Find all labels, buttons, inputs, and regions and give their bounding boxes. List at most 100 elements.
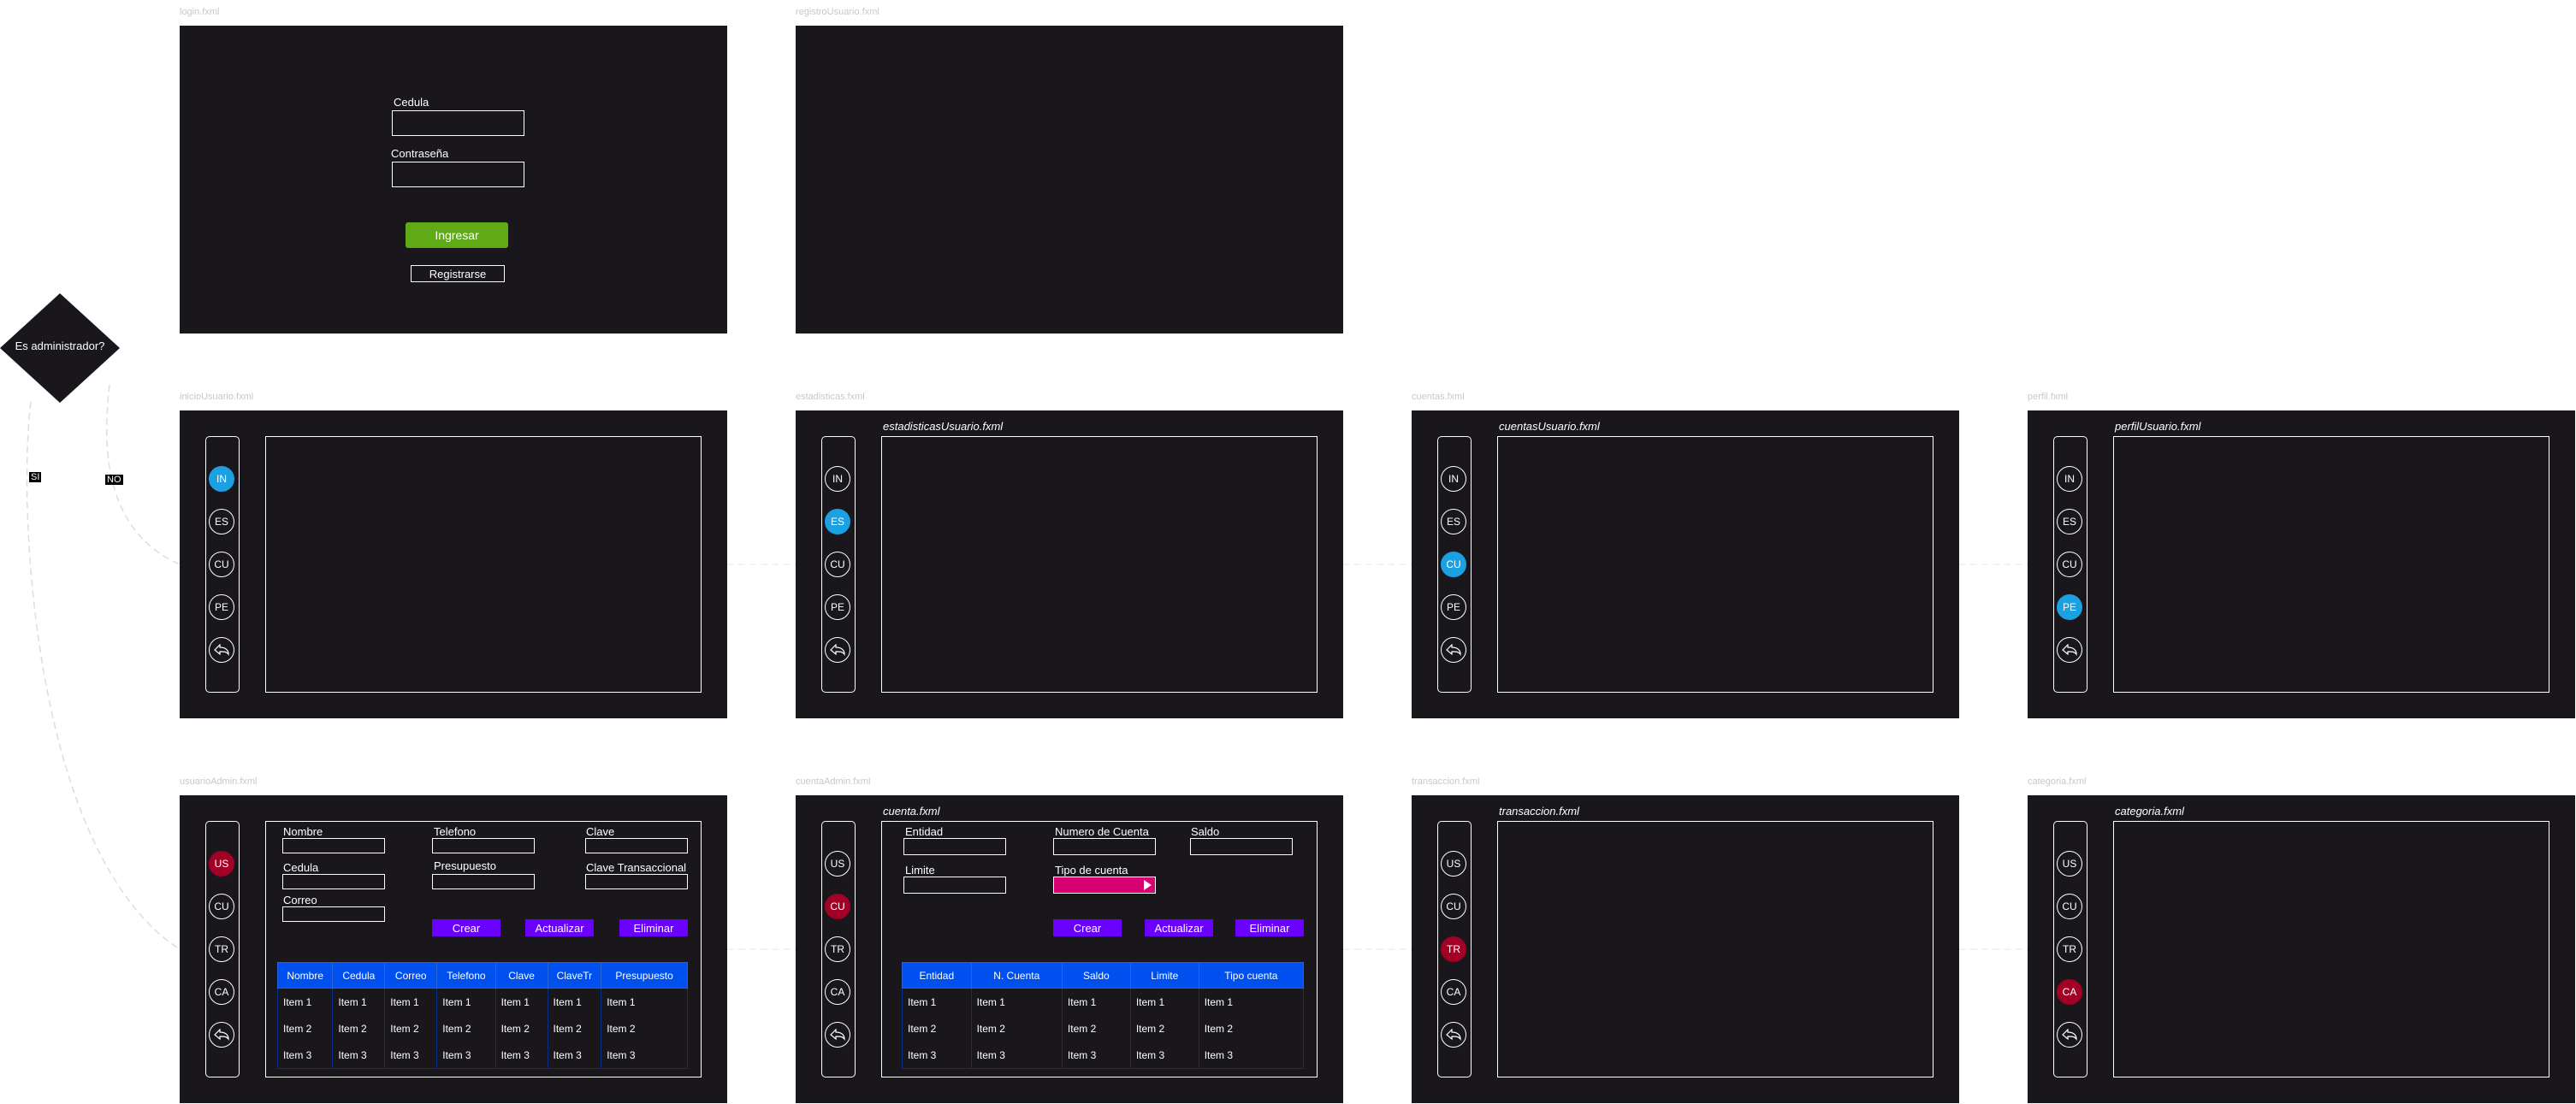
table-cell: Item 1 — [547, 988, 601, 1015]
nav-us-button[interactable]: US — [2057, 851, 2082, 877]
nav-ca-button[interactable]: CA — [825, 979, 850, 1005]
logout-button[interactable] — [825, 637, 850, 663]
nav-es-button[interactable]: ES — [1441, 509, 1466, 534]
logout-icon — [214, 1029, 229, 1041]
nav-pe-button[interactable]: PE — [2057, 594, 2082, 620]
nav-pe-button[interactable]: PE — [209, 594, 234, 620]
panel-title-estadisticas: estadisticas.fxml — [796, 392, 865, 402]
crear-button[interactable]: Crear — [1053, 919, 1122, 936]
logout-button[interactable] — [209, 1022, 234, 1048]
estadisticas-panel: estadisticasUsuario.fxml IN ES CU PE — [796, 410, 1343, 718]
nav-cu-button[interactable]: CU — [1441, 552, 1466, 577]
nav-in-button[interactable]: IN — [2057, 466, 2082, 492]
correo-field[interactable] — [282, 906, 385, 922]
table-cell: Item 3 — [276, 1042, 333, 1069]
logout-button[interactable] — [825, 1022, 850, 1048]
eliminar-button[interactable]: Eliminar — [619, 919, 688, 936]
nav-us-button[interactable]: US — [825, 851, 850, 877]
table-cell: Item 1 — [494, 988, 548, 1015]
nav-ca-button[interactable]: CA — [2057, 979, 2082, 1005]
crear-button[interactable]: Crear — [432, 919, 500, 936]
actualizar-button[interactable]: Actualizar — [525, 919, 594, 936]
table-cell: Item 3 — [1129, 1042, 1199, 1069]
saldo-field[interactable] — [1190, 838, 1293, 855]
tipo-cuenta-select[interactable] — [1053, 877, 1156, 894]
nav-cu-button[interactable]: CU — [2057, 894, 2082, 919]
nav-us-button[interactable]: US — [1441, 851, 1466, 877]
clave-label: Clave — [586, 825, 615, 838]
table-cell: Item 2 — [1061, 1015, 1131, 1042]
nav-in-button[interactable]: IN — [825, 466, 850, 492]
register-button[interactable]: Registrarse — [411, 265, 505, 282]
logout-button[interactable] — [209, 637, 234, 663]
column-header[interactable]: Clave — [494, 962, 548, 989]
telefono-field[interactable] — [432, 838, 535, 853]
nav-tr-button[interactable]: TR — [209, 936, 234, 962]
clave-transaccional-label: Clave Transaccional — [586, 861, 687, 874]
column-header[interactable]: N. Cuenta — [970, 962, 1063, 989]
clave-transaccional-field[interactable] — [585, 874, 688, 889]
password-field[interactable] — [392, 162, 524, 187]
nav-ca-button[interactable]: CA — [1441, 979, 1466, 1005]
logout-button[interactable] — [2057, 1022, 2082, 1048]
column-header[interactable]: Telefono — [436, 962, 496, 989]
nav-cu-button[interactable]: CU — [825, 894, 850, 919]
nav-es-button[interactable]: ES — [2057, 509, 2082, 534]
column-header[interactable]: Saldo — [1061, 962, 1131, 989]
clave-field[interactable] — [585, 838, 688, 853]
nav-tr-button[interactable]: TR — [1441, 936, 1466, 962]
inicio-panel: IN ES CU PE — [180, 410, 727, 718]
login-button[interactable]: Ingresar — [406, 222, 508, 248]
cedula-field[interactable] — [392, 110, 524, 136]
limite-field[interactable] — [903, 877, 1006, 894]
cuentas-panel: cuentasUsuario.fxml IN ES CU PE — [1412, 410, 1959, 718]
column-header[interactable]: Limite — [1129, 962, 1199, 989]
nav-cu-button[interactable]: CU — [825, 552, 850, 577]
entidad-field[interactable] — [903, 838, 1006, 855]
column-header[interactable]: Correo — [384, 962, 438, 989]
user-sidebar: IN ES CU PE — [2053, 436, 2087, 693]
nav-tr-button[interactable]: TR — [825, 936, 850, 962]
nav-ca-button[interactable]: CA — [209, 979, 234, 1005]
logout-icon — [2062, 644, 2077, 656]
nav-us-button[interactable]: US — [209, 851, 234, 877]
nav-es-button[interactable]: ES — [825, 509, 850, 534]
numero-cuenta-field[interactable] — [1053, 838, 1156, 855]
nav-pe-button[interactable]: PE — [825, 594, 850, 620]
column-header[interactable]: Cedula — [332, 962, 386, 989]
nav-tr-button[interactable]: TR — [2057, 936, 2082, 962]
table-cell: Item 3 — [1198, 1042, 1304, 1069]
nav-in-button[interactable]: IN — [1441, 466, 1466, 492]
nav-cu-button[interactable]: CU — [209, 552, 234, 577]
nombre-field[interactable] — [282, 838, 385, 853]
actualizar-button[interactable]: Actualizar — [1145, 919, 1213, 936]
table-cell: Item 2 — [902, 1015, 972, 1042]
content-area — [881, 821, 1318, 1077]
logout-button[interactable] — [1441, 1022, 1466, 1048]
column-header[interactable]: Nombre — [276, 962, 334, 989]
column-header[interactable]: Tipo cuenta — [1198, 962, 1305, 989]
nav-pe-button[interactable]: PE — [1441, 594, 1466, 620]
nav-in-button[interactable]: IN — [209, 466, 234, 492]
column-header[interactable]: ClaveTr — [547, 962, 602, 989]
cedula-field[interactable] — [282, 874, 385, 889]
content-area — [2113, 821, 2549, 1077]
nav-cu-button[interactable]: CU — [209, 894, 234, 919]
column-header[interactable]: Presupuesto — [601, 962, 688, 989]
logout-button[interactable] — [2057, 637, 2082, 663]
nav-cu-button[interactable]: CU — [1441, 894, 1466, 919]
logout-button[interactable] — [1441, 637, 1466, 663]
column-header[interactable]: Entidad — [902, 962, 972, 989]
nav-cu-button[interactable]: CU — [2057, 552, 2082, 577]
eliminar-button[interactable]: Eliminar — [1235, 919, 1304, 936]
nav-es-button[interactable]: ES — [209, 509, 234, 534]
numero-cuenta-label: Numero de Cuenta — [1055, 825, 1149, 838]
presupuesto-field[interactable] — [432, 874, 535, 889]
logout-icon — [214, 644, 229, 656]
